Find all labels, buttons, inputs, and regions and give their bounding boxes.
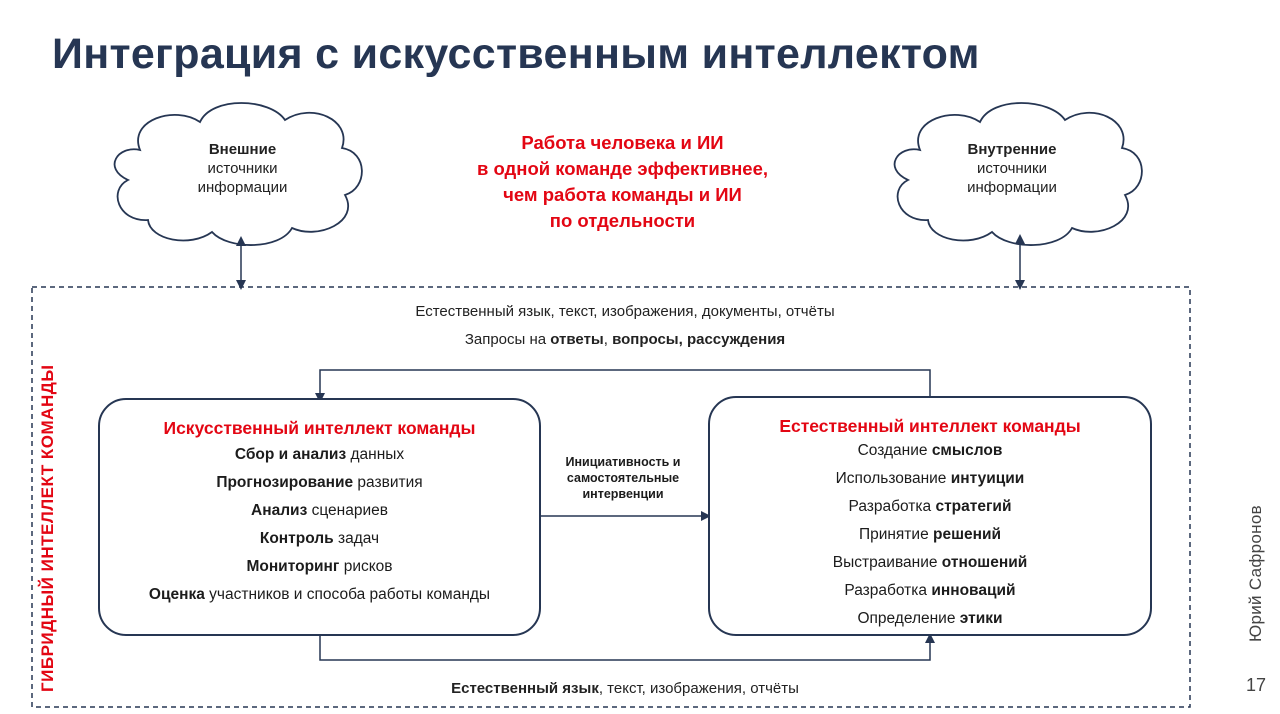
ni-item-prefix: Определение [857,610,960,627]
ni-item: Использование интуиции [710,469,1150,488]
ai-item: Контроль задач [100,529,539,548]
ai-item-rest: участников и способа работы команды [204,586,491,603]
ni-item-bold: смыслов [931,442,1003,459]
motto-line2: в одной команде эффективнее, [476,158,769,179]
ai-item-bold: Контроль [259,530,334,547]
ni-item: Разработка стратегий [710,497,1150,516]
page-title: Интеграция с искусственным интеллектом [52,30,980,78]
top-line-2: Запросы на ответы, вопросы, рассуждения [240,331,1010,348]
ni-item: Принятие решений [710,525,1150,544]
ai-item-rest: задач [333,530,380,547]
cloud-internal-shape [893,102,1143,246]
ai-item-bold: Прогнозирование [216,474,354,491]
page-number: 17 [1246,675,1267,695]
top-line-2-bold2: вопросы, рассуждения [612,331,786,348]
cloud-internal-line3: информации [967,179,1057,196]
ni-item-bold: интуиции [950,470,1025,487]
ni-team-box: Естественный интеллект команды Создание … [708,396,1152,636]
cloud-internal-line1: Внутренние [967,141,1057,158]
ni-item-prefix: Выстраивание [832,554,942,571]
bottom-line-bold: Естественный язык [451,680,599,697]
ai-item-rest: рисков [339,558,393,575]
bottom-line: Естественный язык, текст, изображения, о… [240,680,1010,697]
ai-item-bold: Оценка [148,586,205,603]
motto-line1: Работа человека и ИИ [521,132,724,153]
ni-box-title: Естественный интеллект команды [779,416,1081,436]
ai-item: Оценка участников и способа работы коман… [145,585,495,604]
hybrid-boundary [31,286,1191,708]
ni-item: Определение этики [710,609,1150,628]
motto: Работа человека и ИИ в одной команде эфф… [400,130,845,234]
top-loop-arrow [315,369,931,403]
initiative-label-line1: Инициативность и [565,455,681,469]
motto-line3: чем работа команды и ИИ [503,184,742,205]
top-line-2-prefix: Запросы на [464,331,551,348]
ni-item-prefix: Разработка [848,498,936,515]
initiative-label-line2: самостоятельные [566,471,680,485]
ai-item: Прогнозирование развития [100,473,539,492]
cloud-internal: Внутренние источники информации [912,140,1112,197]
bottom-loop-arrow [319,633,935,661]
bottom-line-rest: , текст, изображения, отчёты [598,680,799,697]
author-name: Юрий Сафронов [1246,505,1265,642]
ni-item: Выстраивание отношений [710,553,1150,572]
cloud-external-line3: информации [197,179,288,196]
motto-line4: по отдельности [549,210,696,231]
ni-item-prefix: Принятие [858,526,933,543]
ni-item-bold: этики [959,610,1003,627]
ni-item-bold: отношений [941,554,1028,571]
ai-item-rest: развития [353,474,423,491]
ai-item-bold: Мониторинг [246,558,340,575]
ai-box-title: Искусственный интеллект команды [163,418,476,438]
ni-item: Разработка инноваций [710,581,1150,600]
ai-item-bold: Сбор и анализ [234,446,347,463]
ai-team-box: Искусственный интеллект команды Сбор и а… [98,398,541,636]
ni-item-prefix: Разработка [844,582,932,599]
initiative-label-line3: интервенции [582,487,664,501]
ni-item-prefix: Создание [857,442,932,459]
top-line-2-sep: , [603,331,613,348]
cloud-external-shape [113,102,363,246]
ni-item-bold: решений [933,526,1002,543]
hybrid-intelligence-label: ГИБРИДНЫЙ ИНТЕЛЛЕКТ КОМАНДЫ [38,364,57,693]
cloud-external-line1: Внешние [208,141,277,158]
ai-item: Анализ сценариев [100,501,539,520]
ai-item: Мониторинг рисков [100,557,539,576]
ai-item-bold: Анализ [251,502,308,519]
cloud-external-line2: источники [207,160,278,177]
ni-item-prefix: Использование [835,470,951,487]
ni-item-bold: стратегий [935,498,1012,515]
ni-item-bold: инноваций [931,582,1016,599]
initiative-label: Инициативность и самостоятельные интерве… [548,454,698,502]
cloud-internal-line2: источники [976,160,1047,177]
ai-item: Сбор и анализ данных [100,445,539,464]
ai-item-rest: сценариев [307,502,388,519]
top-line-2-bold1: ответы [550,331,604,348]
top-line-1: Естественный язык, текст, изображения, д… [415,303,835,320]
cloud-external: Внешние источники информации [150,140,335,197]
ai-item-rest: данных [346,446,405,463]
ni-item: Создание смыслов [710,441,1150,460]
